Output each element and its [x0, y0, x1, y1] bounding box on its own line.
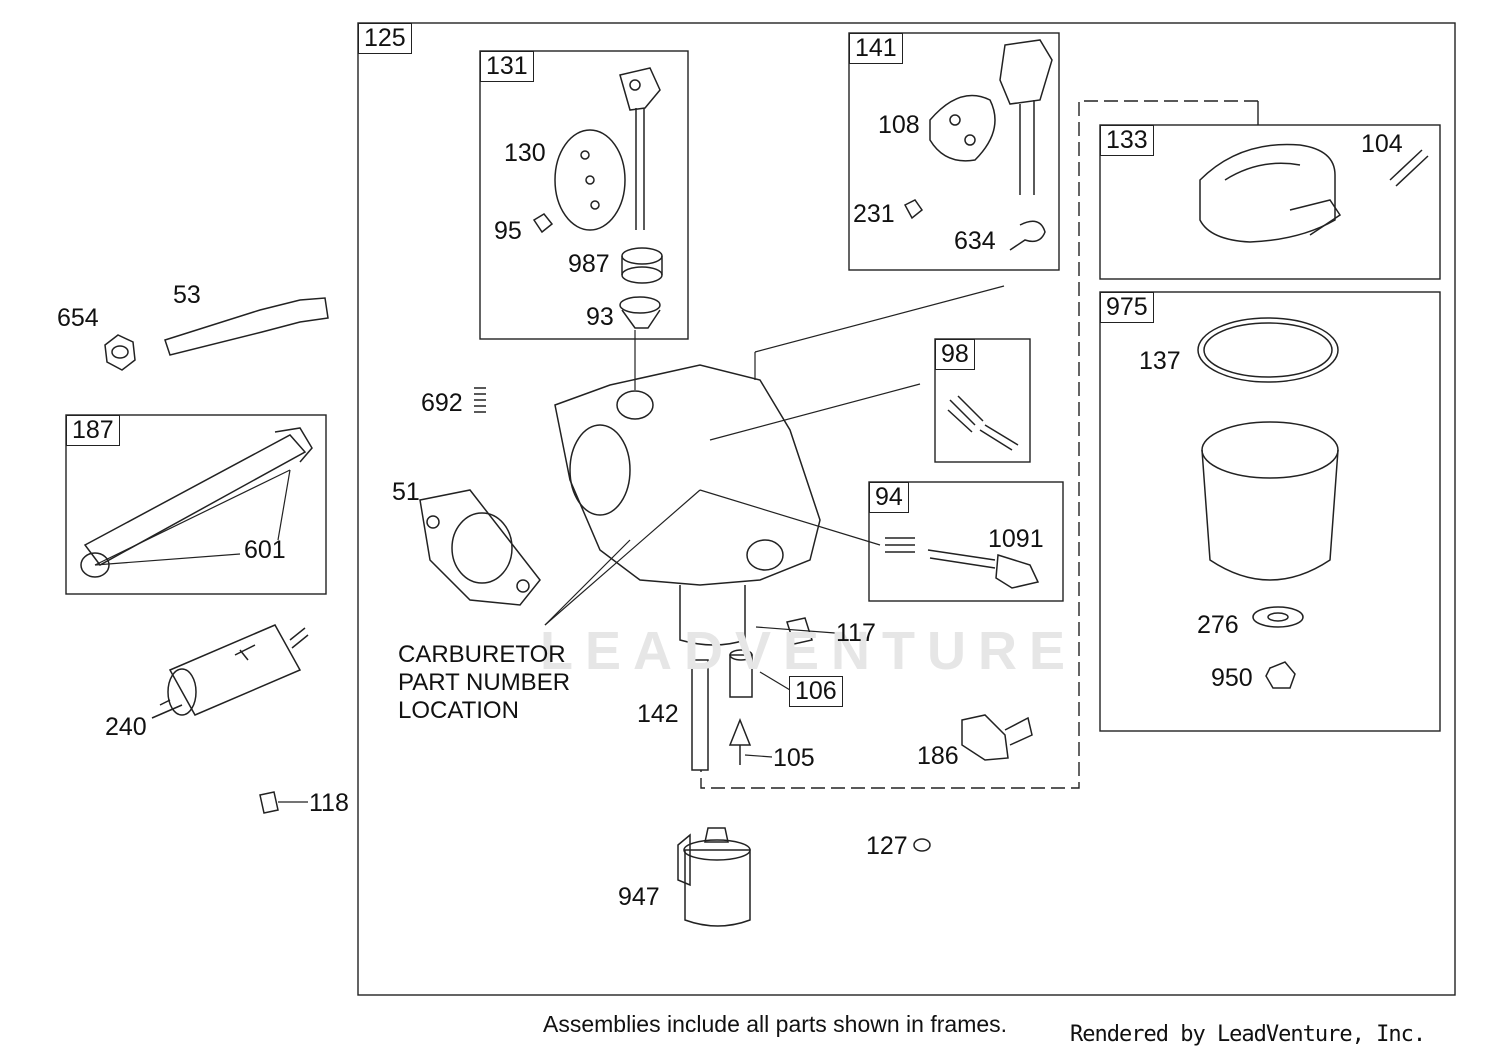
part-label-1091: 1091	[988, 525, 1044, 553]
carb-note-line-3: LOCATION	[398, 697, 519, 724]
frame-label-94: 94	[869, 482, 909, 513]
frame-label-125: 125	[358, 23, 412, 54]
part-label-186: 186	[917, 742, 959, 770]
part-label-53: 53	[173, 281, 201, 309]
part-label-117: 117	[836, 619, 876, 647]
rendered-by-credit: Rendered by LeadVenture, Inc.	[1070, 1022, 1426, 1047]
frame-label-975: 975	[1100, 292, 1154, 323]
frame-975-border	[1099, 291, 1441, 732]
frame-131-border	[479, 50, 689, 340]
part-label-276: 276	[1197, 611, 1239, 639]
part-label-142: 142	[637, 700, 679, 728]
part-label-950: 950	[1211, 664, 1253, 692]
frame-label-187: 187	[66, 415, 120, 446]
assemblies-footnote: Assemblies include all parts shown in fr…	[543, 1011, 1008, 1037]
frame-label-133: 133	[1100, 125, 1154, 156]
frame-125-border	[357, 22, 1456, 996]
frame-label-106: 106	[789, 676, 843, 707]
part-label-118: 118	[309, 789, 349, 817]
dashed-enclosure	[700, 100, 1258, 789]
part-label-93: 93	[586, 303, 614, 331]
part-label-231: 231	[853, 200, 895, 228]
part-label-108: 108	[878, 111, 920, 139]
part-label-104: 104	[1361, 130, 1403, 158]
frame-187-border	[65, 414, 327, 595]
part-label-601: 601	[244, 536, 286, 564]
part-label-105: 105	[773, 744, 815, 772]
part-label-95: 95	[494, 217, 522, 245]
part-label-240: 240	[105, 713, 147, 741]
frame-133-border	[1099, 124, 1441, 280]
frame-label-141: 141	[849, 33, 903, 64]
carb-note-line-2: PART NUMBER	[398, 669, 571, 696]
frame-label-98: 98	[935, 339, 975, 370]
part-label-127: 127	[866, 832, 908, 860]
part-label-692: 692	[421, 389, 463, 417]
part-label-130: 130	[504, 139, 546, 167]
part-label-634: 634	[954, 227, 996, 255]
part-label-987: 987	[568, 250, 610, 278]
frame-label-131: 131	[480, 51, 534, 82]
carburetor-part-number-note: CARBURETOR PART NUMBER LOCATION	[398, 641, 570, 725]
frame-98-border	[934, 338, 1031, 463]
part-label-51: 51	[392, 478, 420, 506]
carb-note-line-1: CARBURETOR	[398, 641, 566, 668]
part-label-654: 654	[57, 304, 99, 332]
part-label-947: 947	[618, 883, 660, 911]
frame-141-border	[848, 32, 1060, 271]
part-label-137: 137	[1139, 347, 1181, 375]
watermark: LEADVENTURE	[540, 621, 1078, 681]
